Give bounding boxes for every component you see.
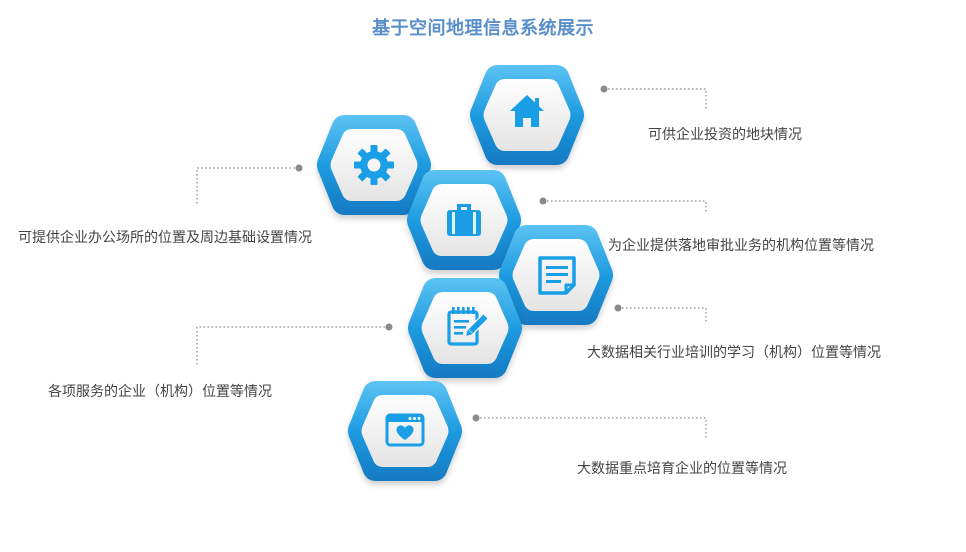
connector-document bbox=[618, 307, 707, 322]
briefcase-icon bbox=[447, 204, 481, 236]
connector-gear bbox=[196, 167, 299, 205]
heart-window-icon bbox=[385, 413, 425, 447]
connector-briefcase bbox=[543, 200, 707, 214]
hex-briefcase bbox=[405, 168, 523, 272]
notepad-pencil-icon bbox=[447, 307, 490, 346]
connector-notepad bbox=[196, 326, 389, 366]
hex-notepad bbox=[406, 276, 524, 380]
page-title: 基于空间地理信息系统展示 bbox=[372, 18, 594, 39]
label-key-enterprises: 大数据重点培育企业的位置等情况 bbox=[577, 461, 787, 477]
connector-heart bbox=[476, 417, 707, 440]
hex-house bbox=[468, 63, 586, 167]
hex-gear bbox=[315, 113, 433, 217]
label-training-institutions: 大数据相关行业培训的学习（机构）位置等情况 bbox=[587, 345, 881, 361]
connector-house bbox=[604, 88, 707, 110]
hex-heart-window bbox=[346, 379, 464, 483]
hex-document bbox=[497, 223, 615, 327]
document-icon bbox=[538, 256, 576, 295]
label-land-investment: 可供企业投资的地块情况 bbox=[648, 127, 802, 143]
label-office-location: 可提供企业办公场所的位置及周边基础设置情况 bbox=[18, 230, 312, 246]
house-icon bbox=[510, 95, 544, 127]
gear-icon bbox=[354, 145, 394, 185]
label-service-enterprises: 各项服务的企业（机构）位置等情况 bbox=[48, 384, 272, 400]
label-approval-agencies: 为企业提供落地审批业务的机构位置等情况 bbox=[608, 238, 874, 254]
